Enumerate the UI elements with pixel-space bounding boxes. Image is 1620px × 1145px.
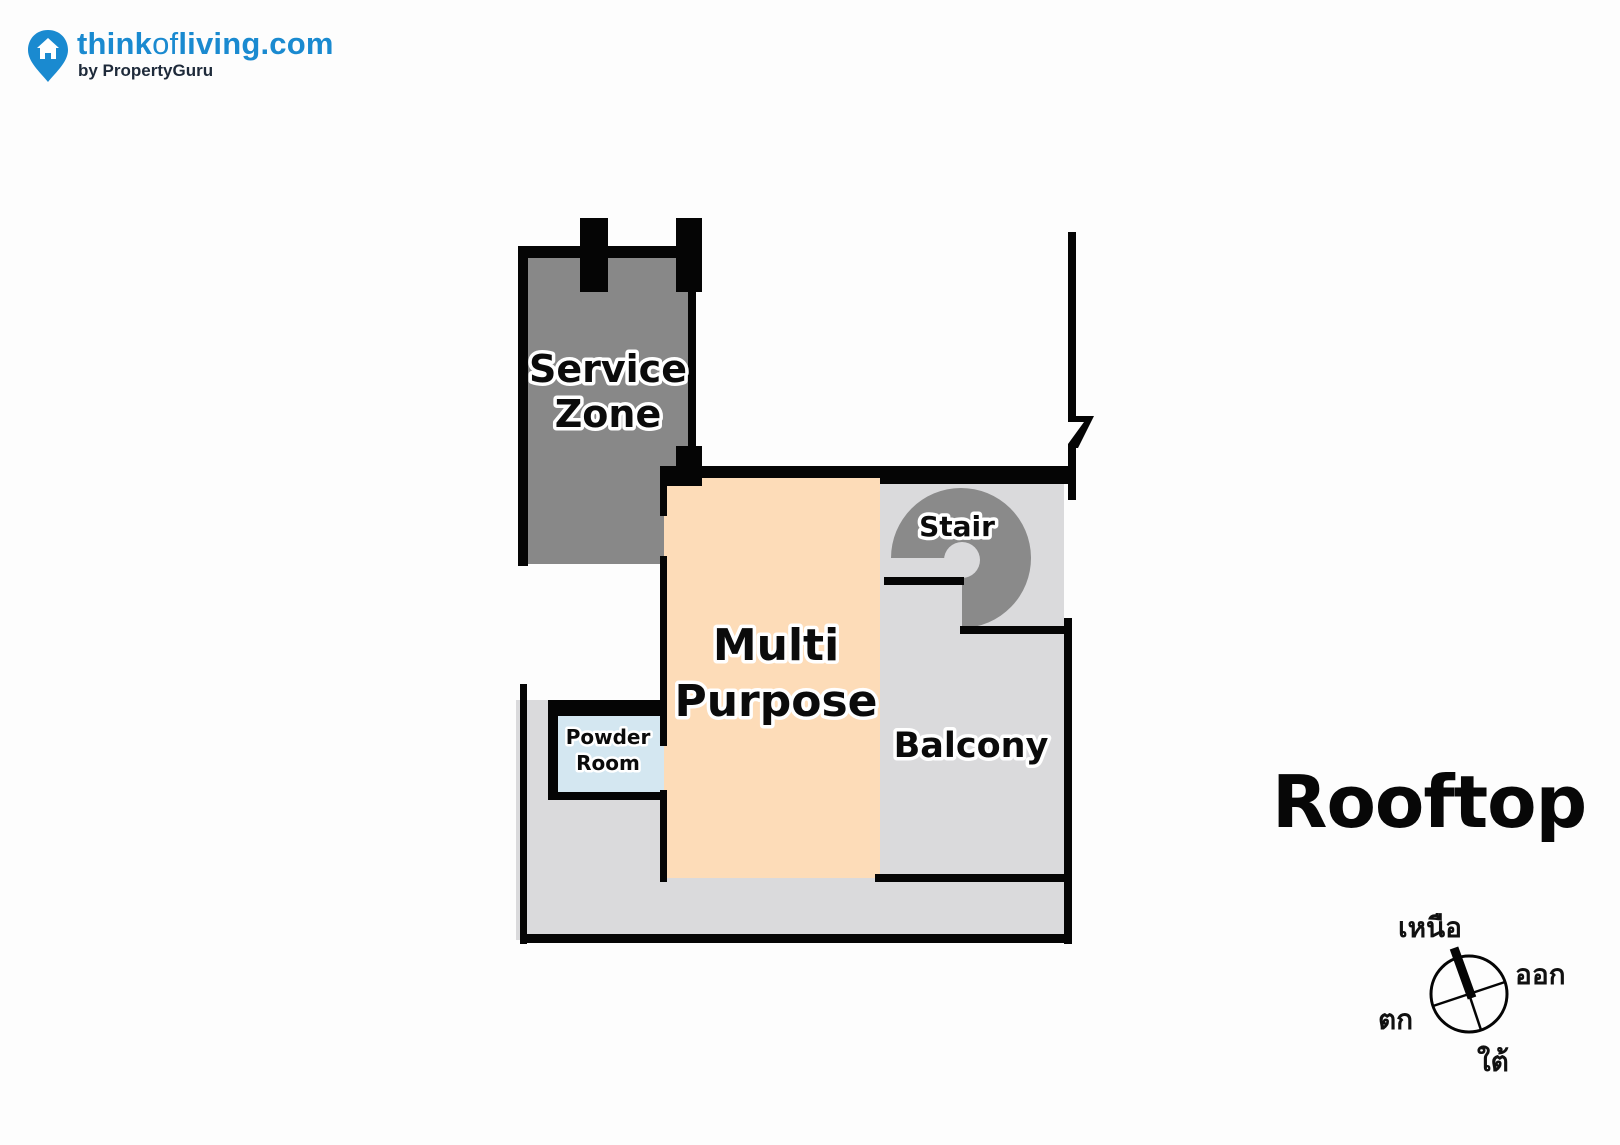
service-zone-label-line1: Service [529, 347, 687, 391]
floor-title: Rooftop [1272, 760, 1587, 844]
balcony-label: Balcony [894, 726, 1049, 766]
compass-west-label: ตก [1378, 1003, 1414, 1036]
compass-icon [1429, 946, 1509, 1034]
powder-room-label-line2: Room [576, 751, 640, 775]
powder-room [556, 716, 664, 794]
powder-room-label-line1: Powder [566, 725, 651, 749]
multi-purpose-label-line2: Purpose [674, 676, 877, 727]
stair-label: Stair [919, 510, 995, 543]
house-pin-icon [28, 30, 68, 82]
compass-south-label: ใต้ [1477, 1045, 1509, 1078]
brand-prefix: think [77, 26, 153, 61]
brand-middle: of [152, 26, 179, 61]
service-zone-label-line2: Zone [555, 392, 662, 436]
brand-tagline: by PropertyGuru [78, 61, 214, 80]
multi-purpose-label-line1: Multi [713, 620, 839, 671]
walls [518, 218, 1094, 944]
compass-north-label: เหนือ [1398, 911, 1462, 944]
spiral-stair [891, 488, 1031, 628]
multi-purpose-room [664, 476, 880, 878]
site-logo[interactable]: thinkofliving.com by PropertyGuru [22, 26, 382, 96]
brand-suffix: living.com [178, 26, 334, 61]
brand-name: thinkofliving.com [77, 26, 334, 62]
compass-east-label: ออก [1515, 958, 1566, 991]
